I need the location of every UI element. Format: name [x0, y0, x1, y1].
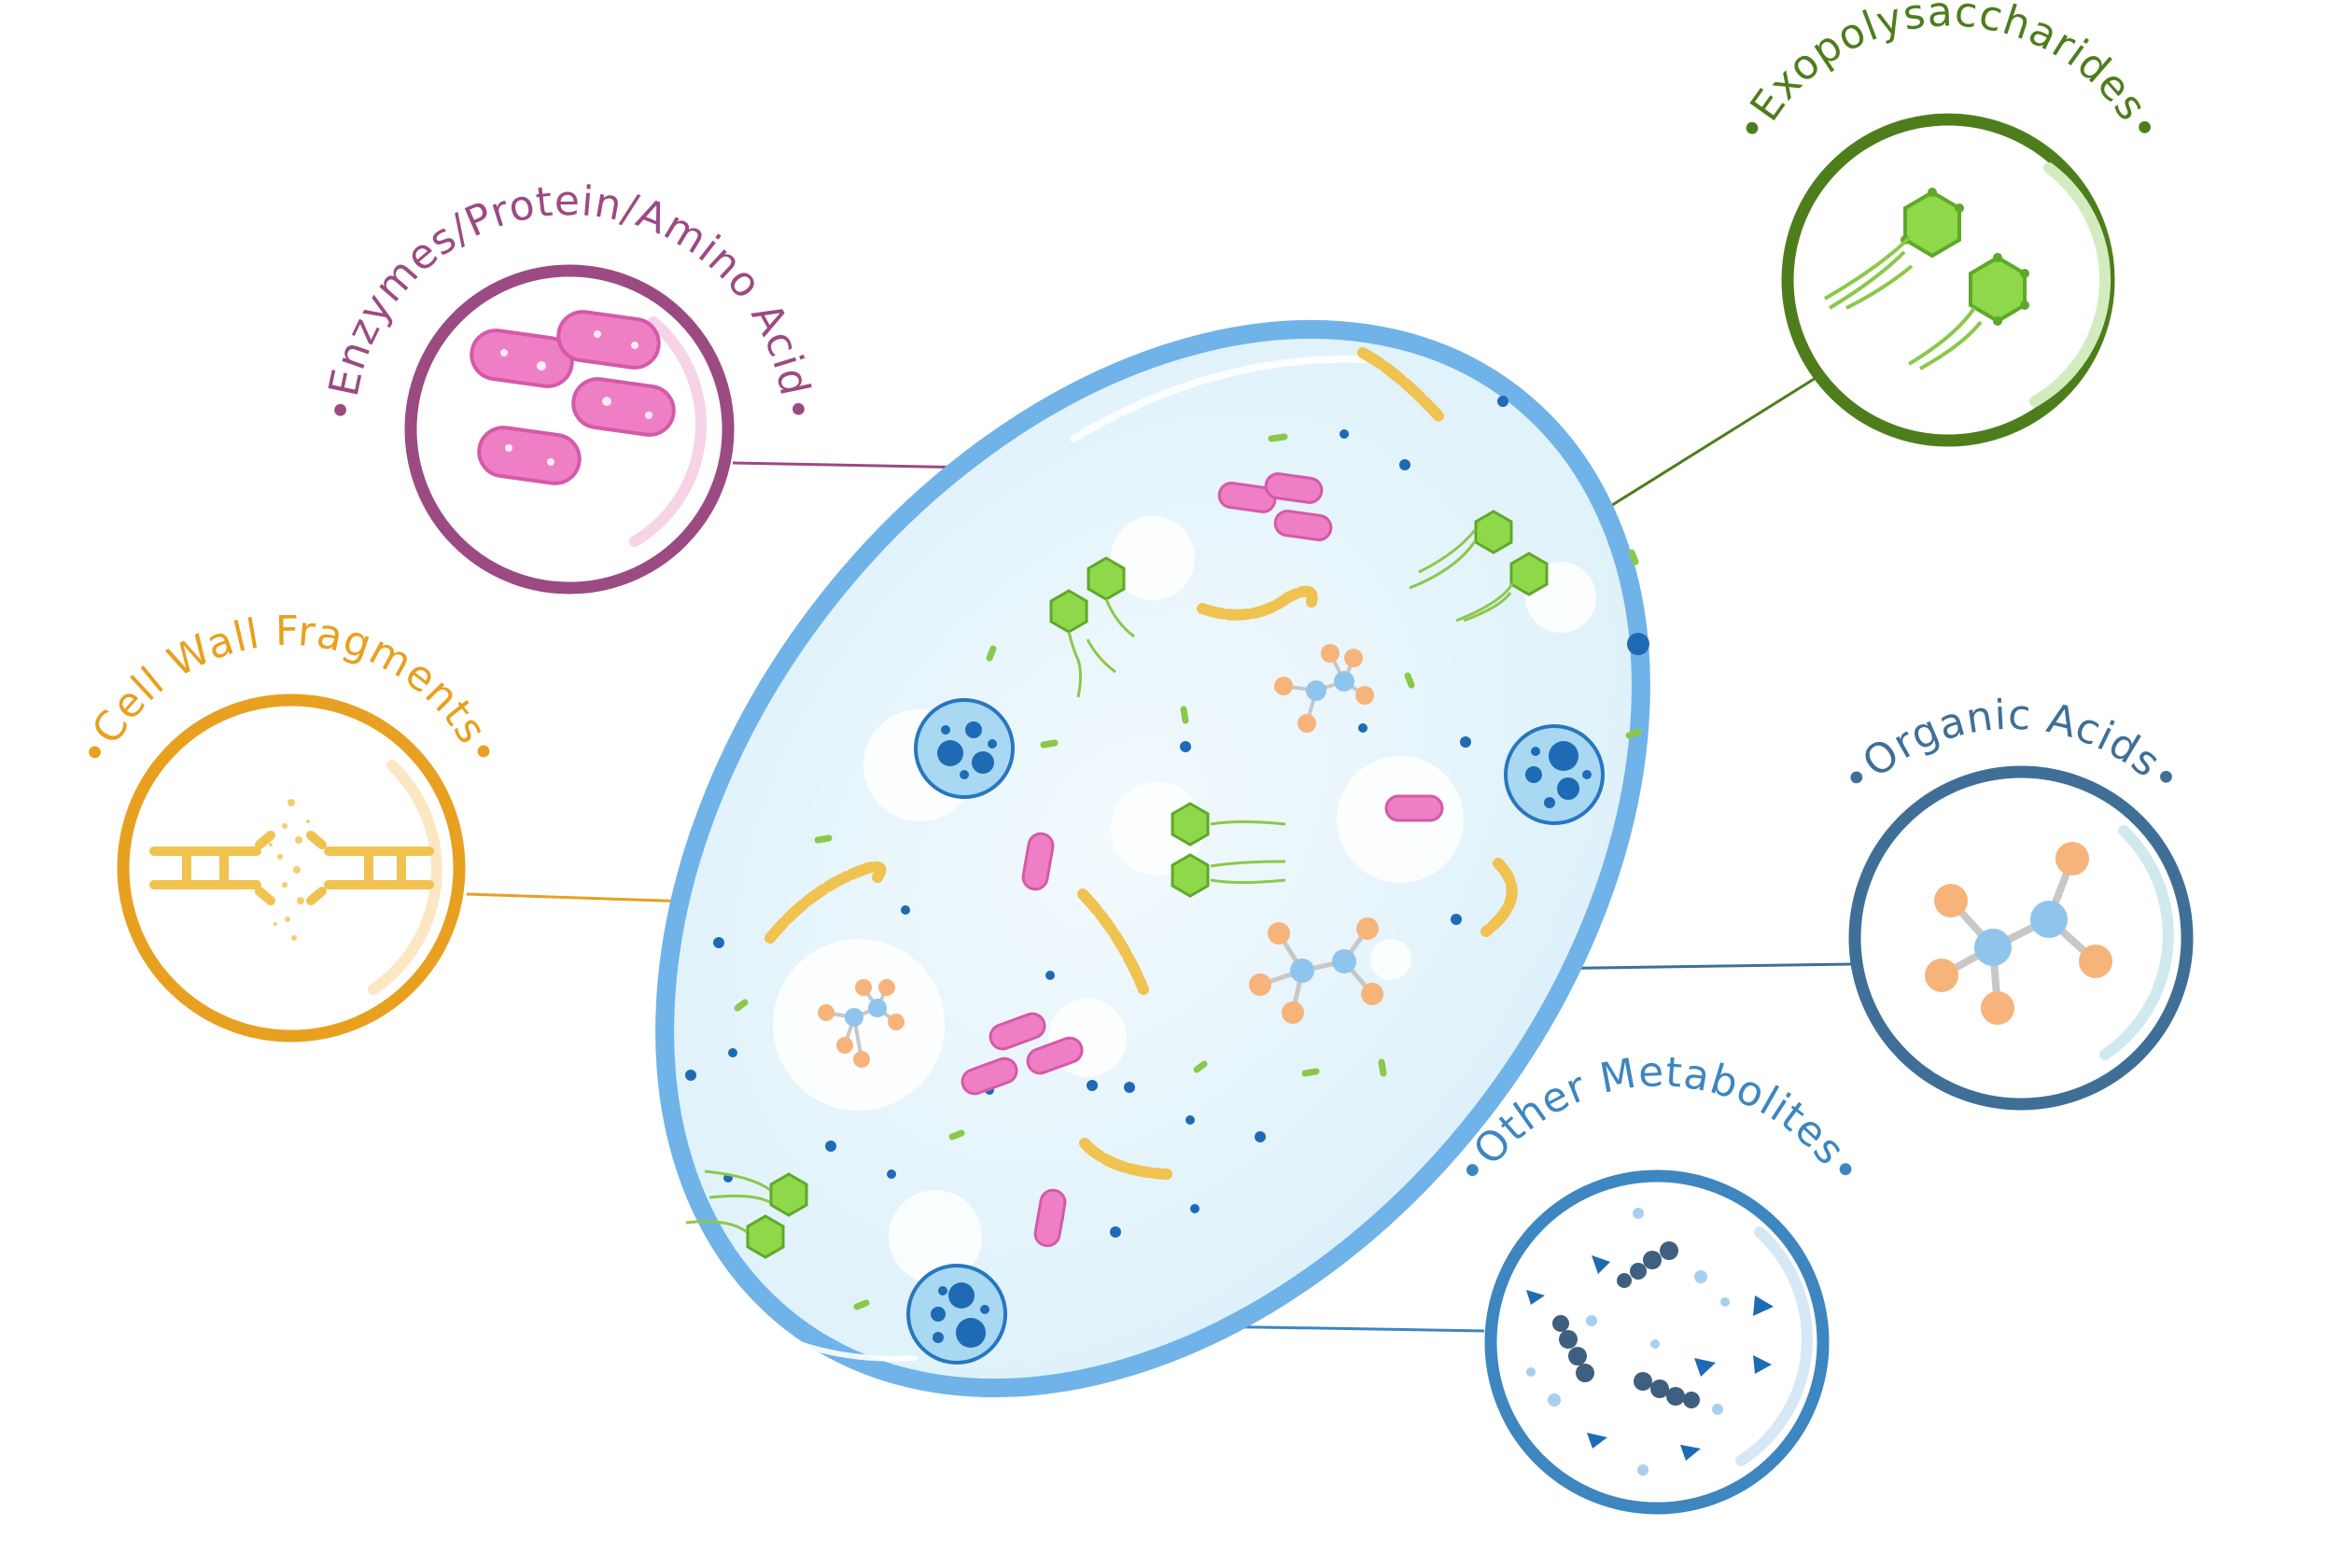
cell-dashes: [734, 433, 1642, 1310]
callout-organic-shine: [2099, 825, 2174, 1060]
peptidoglycan-fragment-icon: [149, 831, 434, 905]
cell-highlight: [1070, 355, 1367, 442]
rod-bacterium-icon: [470, 310, 676, 485]
callout-cellwall-ring: [117, 693, 466, 1043]
hexagon-molecule-group: [685, 510, 1549, 1259]
callout-enzymes-shine: [629, 316, 707, 547]
callout-organic-ring: [1848, 765, 2194, 1111]
callout-cellwall: •Cell Wall Fragments•: [70, 608, 508, 1043]
hexagon-pair-1: [1049, 556, 1135, 698]
cell-highlight-lower: [772, 1332, 918, 1362]
callout-cellwall-shine: [368, 760, 442, 995]
callout-organic: •Organic Acids•: [1832, 692, 2194, 1111]
hexagon-pair-2: [1409, 510, 1549, 623]
polysaccharide-chain-icon: [765, 347, 1518, 1180]
vesicle-icon: [906, 698, 1605, 1365]
callout-exopoly: •Exopolysaccharides•: [1727, 0, 2169, 447]
callout-other-shine: [1735, 1226, 1813, 1466]
callout-exopoly-shine: [2029, 162, 2112, 407]
bacterial-cell: [655, 319, 1650, 1398]
exopolysaccharide-icon: [1823, 188, 2029, 371]
molecule-icon: [818, 644, 1383, 1068]
organic-acid-molecule-icon: [1925, 842, 2112, 1025]
rod-bacterium-icon: [961, 472, 1444, 1248]
callout-enzymes: •Enzymes/Protein/Amino Acid•: [317, 177, 821, 595]
hexagon-pair-4: [685, 1169, 808, 1259]
callout-other: •Other Metabolites•: [1448, 1048, 1870, 1515]
hexagon-pair-3: [1171, 802, 1286, 898]
callout-exopoly-ring: [1781, 113, 2115, 447]
metabolite-particles-icon: [1526, 1208, 1774, 1476]
